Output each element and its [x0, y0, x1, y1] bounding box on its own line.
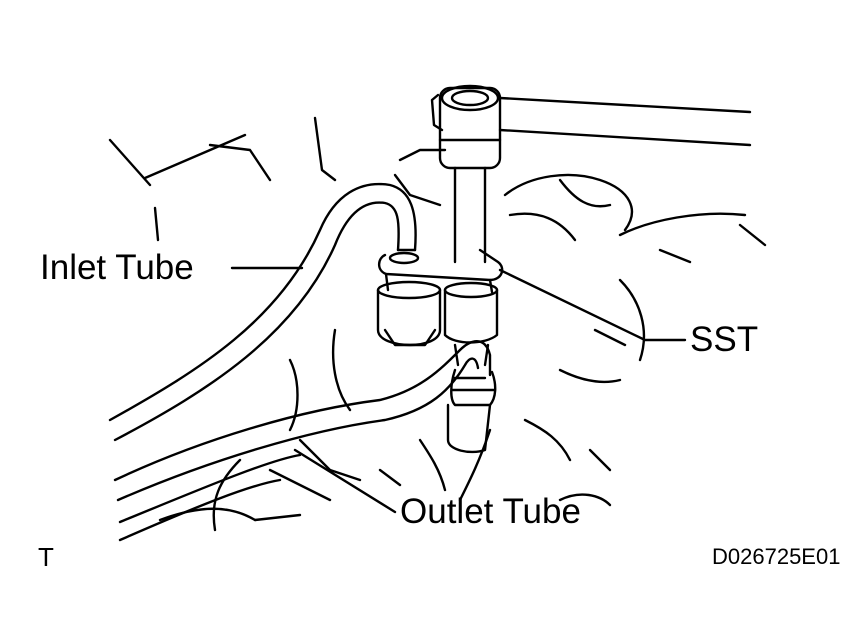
engine-background: [108, 116, 767, 532]
outlet-tube-label: Outlet Tube: [400, 492, 581, 531]
inlet-tube: [108, 182, 417, 442]
injector-left: [376, 280, 442, 347]
wrench: [430, 84, 752, 264]
outlet-tube: [113, 340, 492, 542]
sst-label: SST: [690, 320, 759, 359]
figure-code: D026725E01: [712, 544, 841, 569]
outlet-fitting: [446, 368, 497, 454]
corner-mark: T: [38, 542, 54, 572]
sst-tool: [377, 248, 504, 294]
outlet-tube-leader: [293, 448, 397, 514]
inlet-tube-label: Inlet Tube: [40, 248, 194, 287]
sst-leader: [498, 268, 687, 342]
